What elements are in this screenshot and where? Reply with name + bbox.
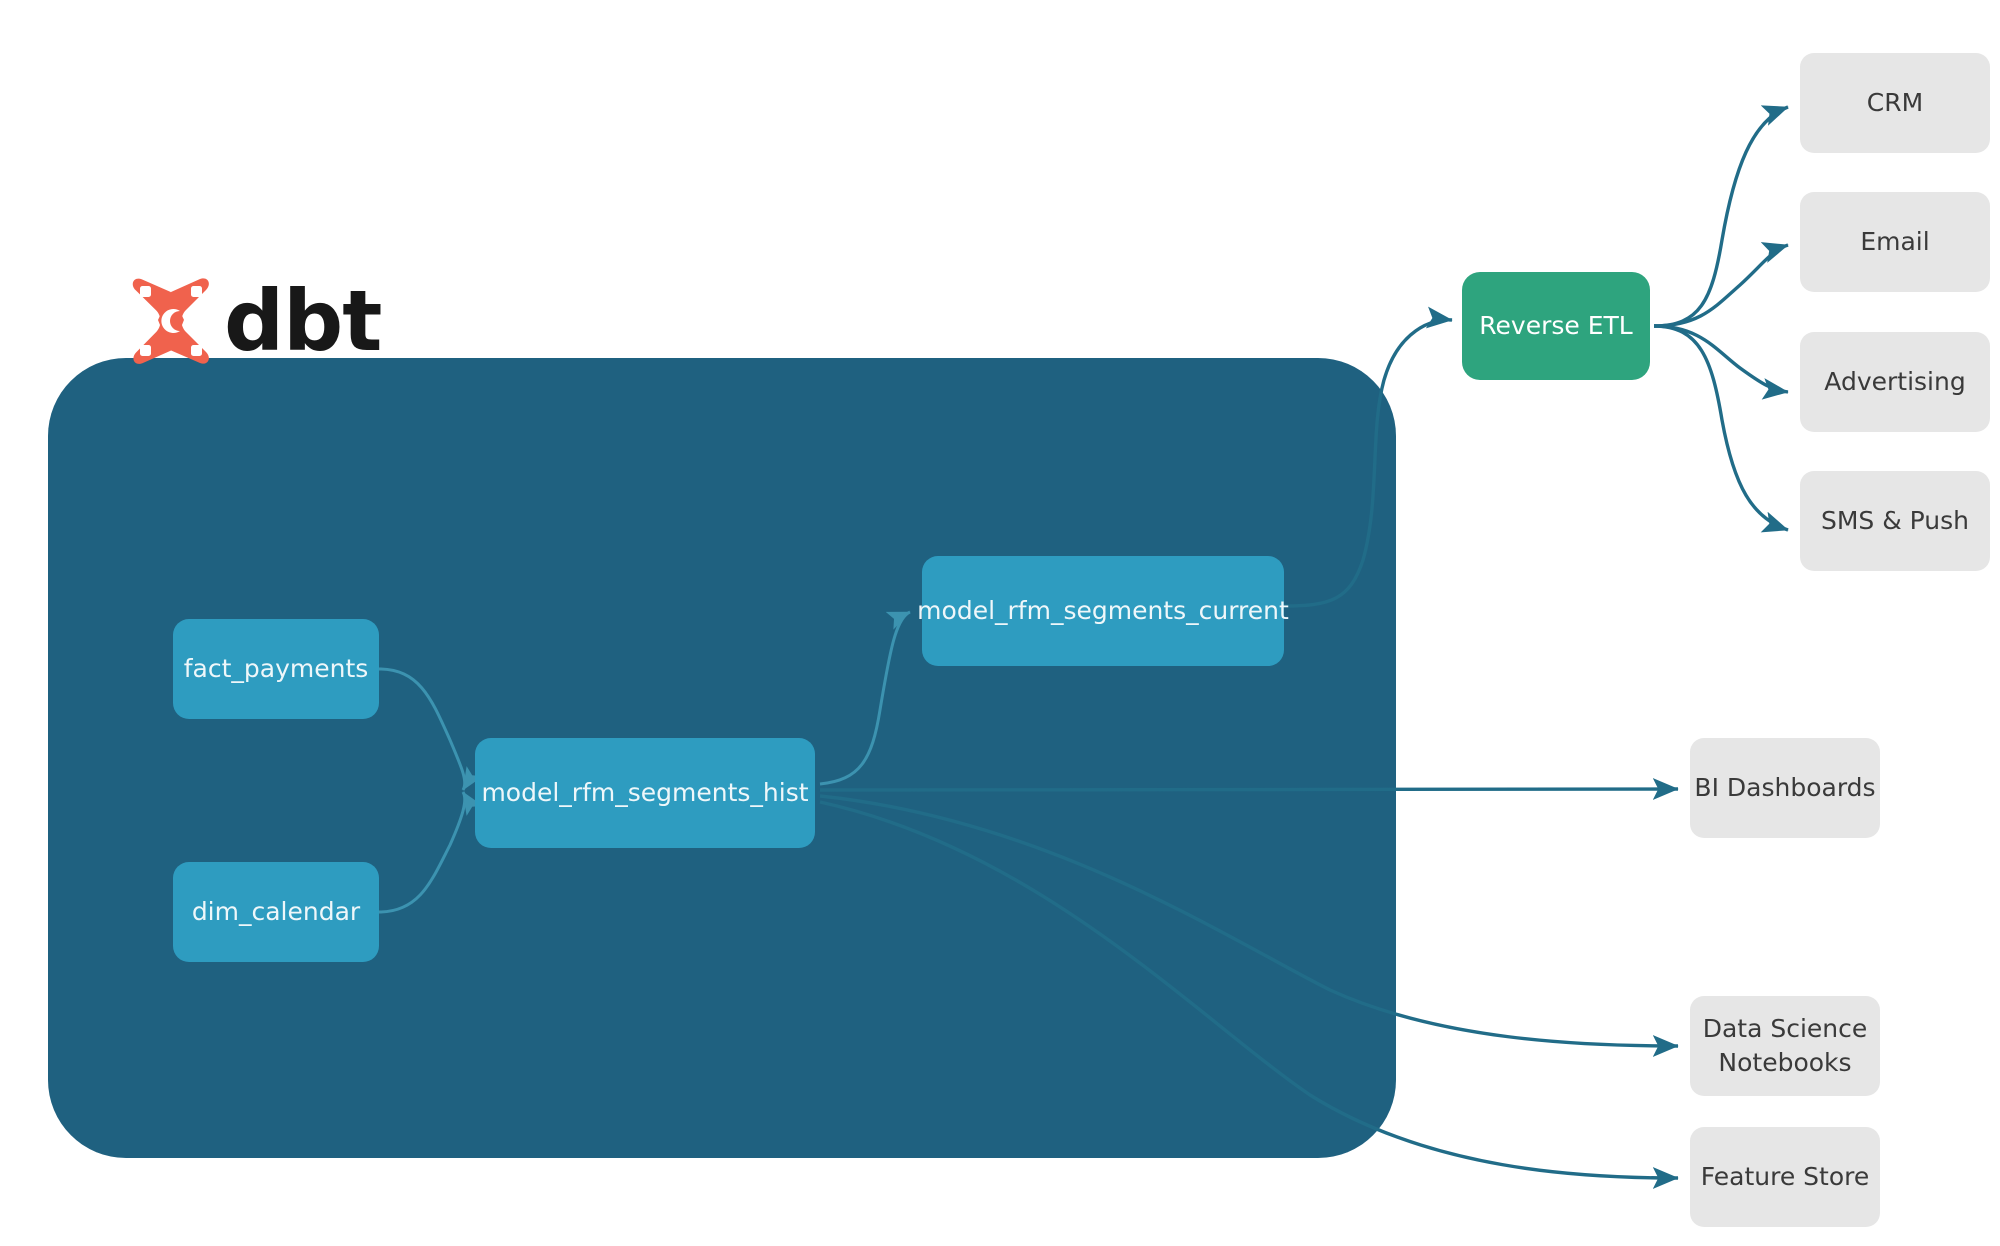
- dbt-logo-mark-icon: [132, 278, 209, 364]
- node-model-rfm-segments-hist-label: model_rfm_segments_hist: [481, 778, 808, 807]
- node-model-rfm-segments-current-shape: [922, 556, 1284, 666]
- node-crm-label: CRM: [1867, 88, 1923, 117]
- node-email[interactable]: Email: [1800, 192, 1990, 292]
- node-crm[interactable]: CRM: [1800, 53, 1990, 153]
- node-dim-calendar-shape: [173, 862, 379, 962]
- node-sms-push[interactable]: SMS & Push: [1800, 471, 1990, 571]
- node-advertising[interactable]: Advertising: [1800, 332, 1990, 432]
- node-reverse-etl-label: Reverse ETL: [1479, 311, 1633, 340]
- node-model-rfm-segments-hist[interactable]: model_rfm_segments_hist: [475, 738, 815, 848]
- node-crm-shape: [1800, 53, 1990, 153]
- node-email-label: Email: [1860, 227, 1929, 256]
- edge-hist-to-feature-store: [819, 800, 1679, 1189]
- edge-reverse-etl-to-advertising: [1653, 324, 1789, 400]
- node-fact-payments-label: fact_payments: [184, 654, 369, 683]
- node-dim-calendar[interactable]: dim_calendar: [173, 862, 379, 962]
- node-model-rfm-segments-hist-shape: [475, 738, 815, 848]
- node-reverse-etl-shape: [1462, 272, 1650, 380]
- node-dim-calendar-label: dim_calendar: [192, 897, 361, 926]
- edge-reverse-etl-to-sms-push: [1653, 324, 1789, 533]
- edge-reverse-etl-to-crm: [1653, 105, 1789, 328]
- node-fact-payments-shape: [173, 619, 379, 719]
- node-model-rfm-segments-current[interactable]: model_rfm_segments_current: [917, 556, 1289, 666]
- node-model-rfm-segments-current-label: model_rfm_segments_current: [917, 596, 1289, 625]
- node-email-shape: [1800, 192, 1990, 292]
- edge-fact-payments-to-hist: [378, 667, 483, 791]
- edge-hist-to-current: [819, 610, 911, 786]
- edge-reverse-etl-to-email: [1653, 242, 1789, 328]
- edge-hist-to-data-science-notebooks: [819, 794, 1679, 1057]
- node-reverse-etl[interactable]: Reverse ETL: [1462, 272, 1650, 380]
- node-data-science-notebooks-label-line1: Data Science: [1703, 1014, 1868, 1043]
- node-data-science-notebooks-label-line2: Notebooks: [1718, 1048, 1851, 1077]
- node-bi-dashboards[interactable]: BI Dashboards: [1690, 738, 1880, 838]
- node-data-science-notebooks-shape: [1690, 996, 1880, 1096]
- node-sms-push-shape: [1800, 471, 1990, 571]
- edge-current-to-reverse-etl: [1283, 306, 1453, 608]
- node-sms-push-label: SMS & Push: [1821, 506, 1969, 535]
- node-data-science-notebooks[interactable]: Data Science Notebooks: [1690, 996, 1880, 1096]
- edge-hist-to-bi-dashboards: [819, 778, 1679, 800]
- node-bi-dashboards-label: BI Dashboards: [1694, 773, 1875, 802]
- node-feature-store-shape: [1690, 1127, 1880, 1227]
- node-advertising-shape: [1800, 332, 1990, 432]
- node-bi-dashboards-shape: [1690, 738, 1880, 838]
- node-feature-store-label: Feature Store: [1701, 1162, 1870, 1191]
- dbt-logo: dbt: [132, 272, 382, 370]
- edge-dim-calendar-to-hist: [378, 791, 483, 914]
- node-advertising-label: Advertising: [1824, 367, 1965, 396]
- node-feature-store[interactable]: Feature Store: [1690, 1127, 1880, 1227]
- dbt-logo-text: dbt: [224, 272, 381, 370]
- node-fact-payments[interactable]: fact_payments: [173, 619, 379, 719]
